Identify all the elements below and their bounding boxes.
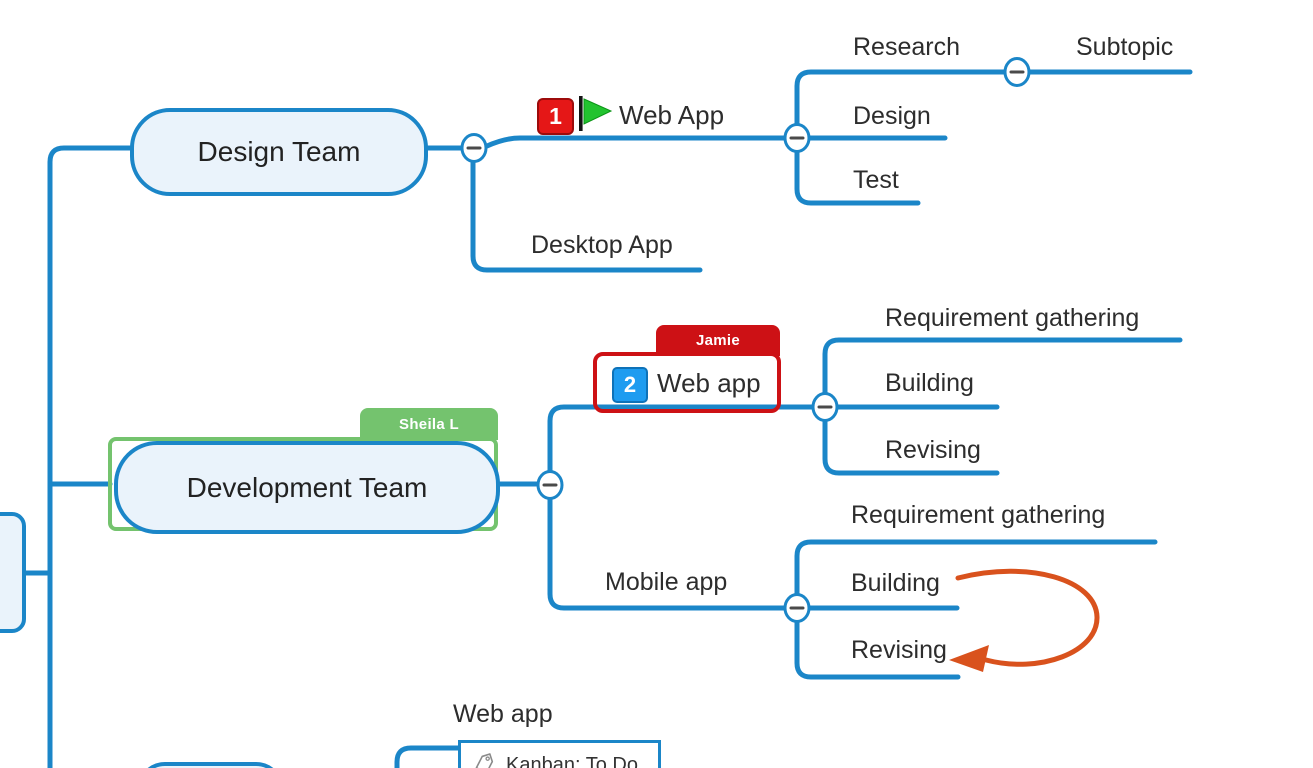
collapse-toggle-web-app-design[interactable]	[783, 123, 811, 153]
topic-design-team[interactable]: Design Team	[130, 108, 428, 196]
topic-mobile-app[interactable]: Mobile app	[605, 568, 728, 596]
topic-web-app-bottom[interactable]: Web app	[453, 700, 553, 728]
web-app-dev-branch	[547, 404, 815, 475]
req-gathering-web-branch	[822, 337, 1183, 397]
kanban-label: Kanban: To Do	[506, 754, 638, 768]
test-branch	[794, 148, 921, 206]
topic-test[interactable]: Test	[853, 166, 899, 194]
priority-2-icon[interactable]: 2	[612, 367, 648, 403]
kanban-label-box[interactable]: Kanban: To Do	[458, 740, 661, 768]
resource-frame-red	[593, 352, 781, 413]
trunk-line	[47, 145, 133, 768]
collapse-toggle-mobile-app[interactable]	[783, 593, 811, 623]
topic-req-gathering-mobile[interactable]: Requirement gathering	[851, 501, 1106, 529]
tag-icon	[475, 753, 494, 768]
resource-tag-jamie[interactable]: Jamie	[656, 325, 780, 356]
topic-desktop-app[interactable]: Desktop App	[531, 231, 673, 259]
collapse-toggle-development-team[interactable]	[536, 470, 564, 500]
collapse-toggle-design-team[interactable]	[460, 133, 488, 163]
relationship-arrowhead	[949, 645, 989, 672]
revising-web-branch	[822, 417, 1000, 476]
topic-subtopic[interactable]: Subtopic	[1076, 33, 1174, 61]
bottom-team-node[interactable]	[137, 762, 284, 768]
web-app-bottom-branch	[394, 745, 462, 768]
collapse-toggle-web-app-dev[interactable]	[811, 392, 839, 422]
topic-building-mobile[interactable]: Building	[851, 569, 940, 597]
web-app-design-branch	[484, 135, 787, 149]
root-topic[interactable]	[0, 512, 26, 633]
topic-label: Design Team	[197, 136, 361, 167]
flag-icon[interactable]	[577, 95, 615, 133]
topic-label: Development Team	[186, 471, 428, 503]
topic-research[interactable]: Research	[853, 33, 960, 61]
research-branch	[794, 69, 1007, 128]
topic-revising-web[interactable]: Revising	[885, 436, 981, 464]
priority-1-icon[interactable]: 1	[537, 98, 574, 135]
mobile-app-branch	[547, 495, 787, 611]
topic-development-team[interactable]: Development Team	[114, 441, 500, 534]
revising-mobile-branch	[794, 618, 961, 680]
desktop-app-branch	[470, 159, 703, 273]
topic-revising-mobile[interactable]: Revising	[851, 636, 947, 664]
collapse-toggle-research[interactable]	[1003, 57, 1031, 87]
resource-tag-sheila[interactable]: Sheila L	[360, 408, 498, 440]
topic-design[interactable]: Design	[853, 102, 931, 130]
topic-web-app-design[interactable]: Web App	[619, 100, 725, 130]
topic-web-app-dev[interactable]: Web app	[657, 368, 761, 398]
topic-req-gathering-web[interactable]: Requirement gathering	[885, 304, 1140, 332]
req-gathering-mobile-branch	[794, 539, 1158, 598]
topic-building-web[interactable]: Building	[885, 369, 974, 397]
relationship-arrow[interactable]	[955, 568, 1100, 667]
